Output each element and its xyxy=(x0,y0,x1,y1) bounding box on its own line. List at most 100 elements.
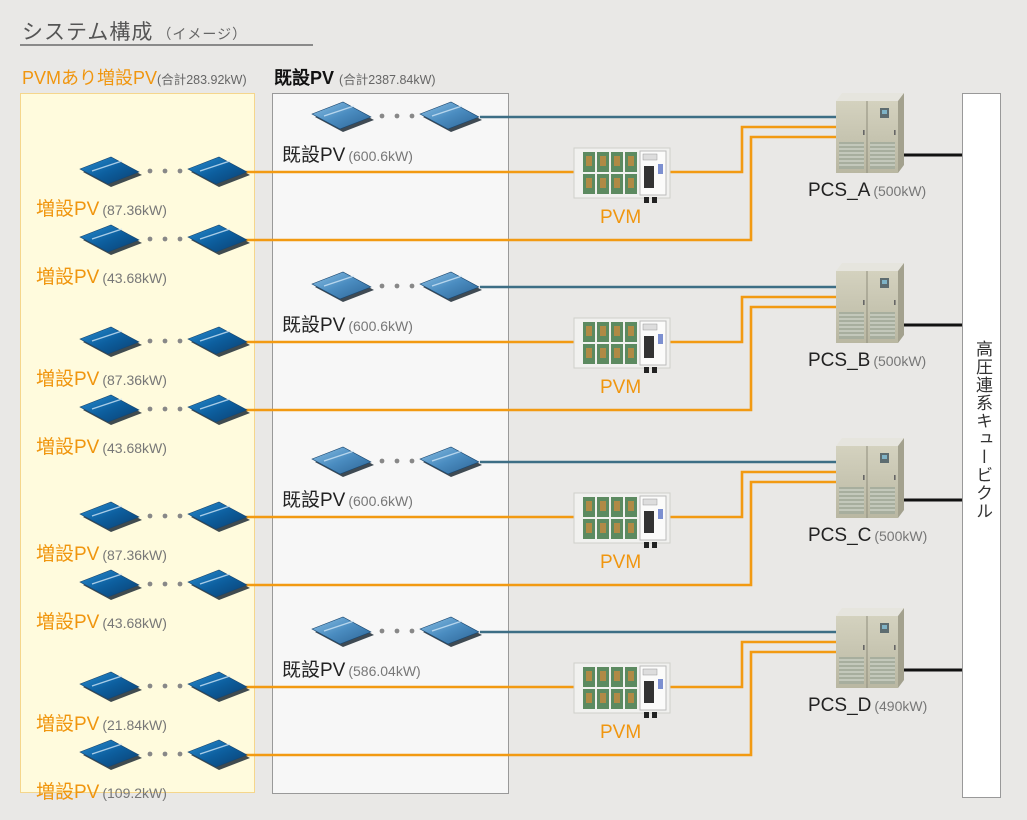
existing-pv-header-total: (合計2387.84kW) xyxy=(339,73,436,87)
existing-pv-header-label: 既設PV xyxy=(274,68,335,88)
solar-panel-icon xyxy=(419,101,482,132)
pvm-label-text: PVM xyxy=(600,207,642,228)
title-sub: （イメージ） xyxy=(157,27,248,43)
new-pv-label-kw: (43.68kW) xyxy=(102,270,167,286)
solar-panel-icon xyxy=(79,501,142,532)
existing-pv-label: 既設PV(600.6kW) xyxy=(282,140,413,167)
handle-icon xyxy=(863,300,865,305)
pcs-label-text: PCS_C xyxy=(808,525,872,546)
pvm-unit-d xyxy=(573,662,671,718)
solar-panel-icon xyxy=(79,326,142,357)
dot-icon xyxy=(177,581,183,587)
new-pv-label-text: 増設PV xyxy=(36,714,100,735)
pcs-label-kw: (490kW) xyxy=(874,698,928,714)
existing-pv-label-text: 既設PV xyxy=(282,145,346,166)
new-pv-label-text: 増設PV xyxy=(36,437,100,458)
solar-panel-icon xyxy=(187,671,250,702)
dot-icon xyxy=(394,458,400,464)
solar-panel-icon xyxy=(187,156,250,187)
new-pv-label-text: 増設PV xyxy=(36,369,100,390)
dot-icon xyxy=(394,628,400,634)
handle-icon xyxy=(863,645,865,650)
new-pv-label-kw: (87.36kW) xyxy=(102,547,167,563)
new-pv-header-total: (合計283.92kW) xyxy=(157,73,247,87)
new-pv-label: 増設PV(87.36kW) xyxy=(36,539,167,566)
solar-panel-icon xyxy=(79,394,142,425)
dot-icon xyxy=(177,683,183,689)
new-pv-string xyxy=(79,739,250,770)
dot-icon xyxy=(177,236,183,242)
pcs-unit-c xyxy=(836,438,904,518)
new-pv-label-kw: (109.2kW) xyxy=(102,785,167,801)
wiring-layer xyxy=(240,115,962,757)
existing-pv-label: 既設PV(600.6kW) xyxy=(282,310,413,337)
pvm-unit-c xyxy=(573,492,671,548)
new-pv-label-kw: (21.84kW) xyxy=(102,717,167,733)
new-pv-label: 増設PV(21.84kW) xyxy=(36,709,167,736)
new-pv-string xyxy=(79,501,250,532)
pcs-unit-a xyxy=(836,93,904,173)
pcs-unit-b xyxy=(836,263,904,343)
title-underline xyxy=(20,44,313,46)
new-pv-label: 増設PV(43.68kW) xyxy=(36,607,167,634)
pvm-cable-to-pcs-d xyxy=(670,640,836,689)
pcs-label-kw: (500kW) xyxy=(873,183,927,199)
pcs-label-kw: (500kW) xyxy=(873,353,927,369)
new-pv-label: 増設PV(87.36kW) xyxy=(36,194,167,221)
existing-pv-label-text: 既設PV xyxy=(282,490,346,511)
dot-icon xyxy=(162,406,168,412)
handle-icon xyxy=(894,645,896,650)
solar-panel-icon xyxy=(419,446,482,477)
existing-pv-label-kw: (600.6kW) xyxy=(348,148,413,164)
dot-icon xyxy=(147,406,153,412)
new-pv-string xyxy=(79,224,250,255)
solar-panel-icon xyxy=(79,224,142,255)
existing-pv-label-kw: (586.04kW) xyxy=(348,663,421,679)
solar-panel-icon xyxy=(311,101,374,132)
solar-panel-icon xyxy=(187,501,250,532)
new-pv-label-text: 増設PV xyxy=(36,199,100,220)
existing-pv-label: 既設PV(600.6kW) xyxy=(282,485,413,512)
pvm-cable-to-pcs-b xyxy=(670,295,836,344)
existing-pv-string xyxy=(311,446,482,477)
dot-icon xyxy=(162,513,168,519)
pvm-label: PVM xyxy=(600,207,641,229)
pcs-label-text: PCS_A xyxy=(808,180,871,201)
dot-icon xyxy=(147,338,153,344)
solar-panel-icon xyxy=(311,446,374,477)
solar-panel-icon xyxy=(79,671,142,702)
existing-pv-string xyxy=(311,616,482,647)
new-cable-direct-c xyxy=(240,480,836,587)
solar-panel-icon xyxy=(187,224,250,255)
pvm-label-text: PVM xyxy=(600,722,642,743)
new-pv-label: 増設PV(43.68kW) xyxy=(36,432,167,459)
pvm-unit-b xyxy=(573,317,671,373)
diagram-title: システム構成（イメージ） xyxy=(22,16,247,46)
new-pv-label-kw: (87.36kW) xyxy=(102,202,167,218)
pvm-cable-to-pcs-c xyxy=(670,470,836,519)
dot-icon xyxy=(177,513,183,519)
solar-panel-icon xyxy=(79,156,142,187)
dot-icon xyxy=(162,168,168,174)
dot-icon xyxy=(147,581,153,587)
existing-pv-string xyxy=(311,271,482,302)
pvm-label: PVM xyxy=(600,552,641,574)
pcs-label-kw: (500kW) xyxy=(874,528,928,544)
pcs-label: PCS_B(500kW) xyxy=(808,350,926,372)
new-pv-label: 増設PV(43.68kW) xyxy=(36,262,167,289)
dot-icon xyxy=(379,113,385,119)
existing-pv-label-text: 既設PV xyxy=(282,660,346,681)
dot-icon xyxy=(379,628,385,634)
existing-pv-label-kw: (600.6kW) xyxy=(348,318,413,334)
new-cable-direct-d xyxy=(240,650,836,757)
pcs-label-text: PCS_D xyxy=(808,695,872,716)
new-pv-label-text: 増設PV xyxy=(36,612,100,633)
hv-cubicle-label: 高圧連系キュービクル xyxy=(972,340,992,520)
new-pv-label-text: 増設PV xyxy=(36,544,100,565)
dot-icon xyxy=(394,113,400,119)
dot-icon xyxy=(394,283,400,289)
handle-icon xyxy=(894,475,896,480)
solar-panel-icon xyxy=(311,271,374,302)
dot-icon xyxy=(147,168,153,174)
